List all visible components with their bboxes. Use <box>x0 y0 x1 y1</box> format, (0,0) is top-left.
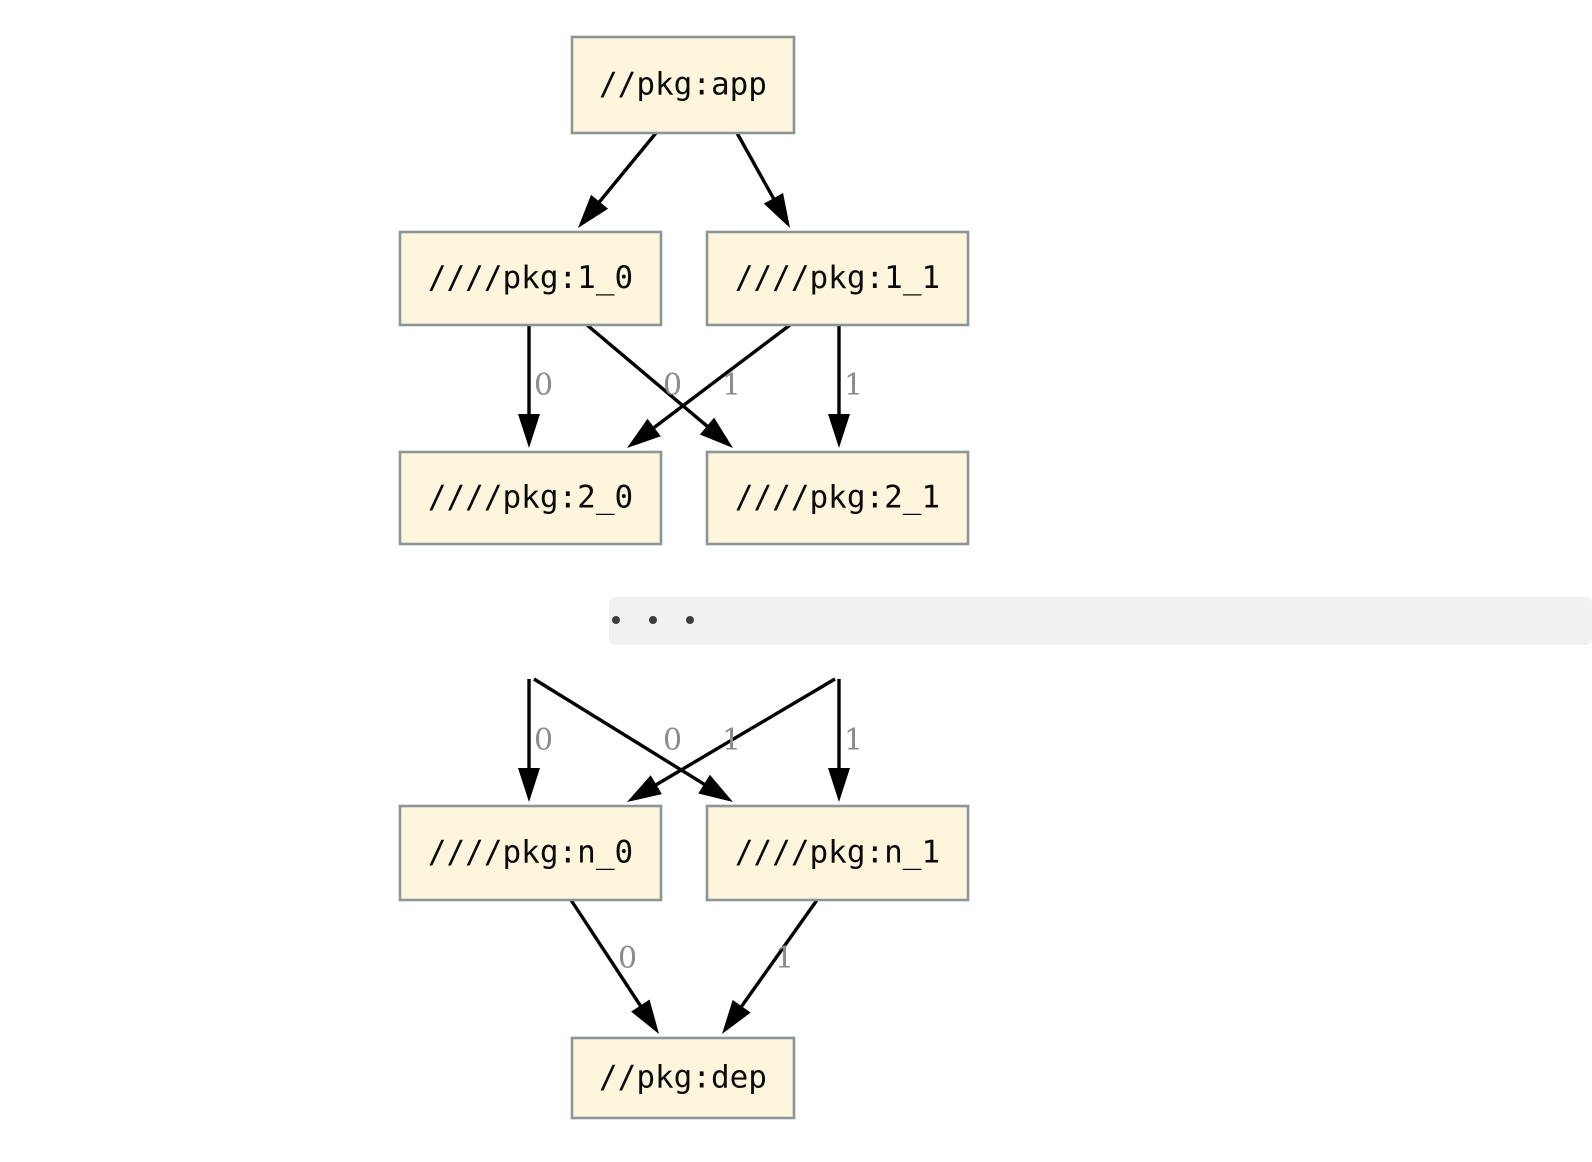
node-box[interactable] <box>705 230 970 327</box>
node-label: //pkg:dep <box>599 1060 767 1096</box>
edge-label: 1 <box>844 368 863 403</box>
ellipsis-band <box>609 597 1592 645</box>
graph-edge: 0 <box>518 679 553 802</box>
node-box[interactable] <box>398 450 663 546</box>
node-box[interactable] <box>705 804 970 902</box>
ellipsis-dot <box>612 616 620 624</box>
node-layer: //pkg:app ////pkg:1_0 ////pkg:1_1 ////pkg:2… <box>398 35 970 1120</box>
node-box[interactable] <box>705 450 970 546</box>
edge-line <box>585 323 713 432</box>
graph-edge: 0 <box>533 677 733 802</box>
edge-arrowhead <box>518 414 540 448</box>
edge-arrowhead <box>828 414 850 448</box>
graph-node-nn_0[interactable]: ////pkg:n_0 <box>398 804 663 902</box>
node-label: ////pkg:2_1 <box>735 480 940 516</box>
ellipsis-band-layer <box>609 597 1592 645</box>
graph-node-app[interactable]: //pkg:app <box>570 35 796 135</box>
graph-edge: 1 <box>828 679 863 802</box>
graph-edge: 1 <box>627 323 792 448</box>
node-label: ////pkg:n_0 <box>428 835 633 871</box>
node-box[interactable] <box>570 1036 796 1120</box>
edge-arrowhead <box>578 194 609 228</box>
node-box[interactable] <box>398 804 663 902</box>
edge-line <box>594 131 658 208</box>
graph-edge: 1 <box>722 899 819 1034</box>
node-box[interactable] <box>570 35 796 135</box>
edge-arrowhead <box>763 192 790 228</box>
edge-arrowhead <box>699 417 733 448</box>
edge-arrowhead <box>698 774 733 802</box>
graph-node-n2_0[interactable]: ////pkg:2_0 <box>398 450 663 546</box>
graph-edge: 1 <box>627 677 836 802</box>
ellipsis-dot <box>686 616 694 624</box>
node-label: ////pkg:2_0 <box>428 480 633 516</box>
graph-edge <box>578 131 658 228</box>
graph-edge: 0 <box>518 325 553 448</box>
edge-line <box>650 677 836 790</box>
edge-arrowhead <box>627 775 662 802</box>
edge-label: 1 <box>844 723 863 758</box>
edge-line <box>736 899 819 1013</box>
edge-arrowhead <box>631 999 659 1034</box>
edge-line <box>533 677 711 789</box>
graph-node-n1_0[interactable]: ////pkg:1_0 <box>398 230 663 327</box>
graph-edge: 1 <box>828 325 863 448</box>
edge-line <box>735 132 778 205</box>
edge-arrowhead <box>627 418 661 448</box>
graph-edge: 0 <box>569 899 659 1034</box>
graph-node-nn_1[interactable]: ////pkg:n_1 <box>705 804 970 902</box>
node-label: ////pkg:1_1 <box>735 260 940 296</box>
graph-node-n2_1[interactable]: ////pkg:2_1 <box>705 450 970 546</box>
node-label: //pkg:app <box>599 67 767 103</box>
graph-edge <box>735 132 790 228</box>
edge-arrowhead <box>828 768 850 802</box>
edge-label: 1 <box>775 941 794 976</box>
ellipsis-dot <box>649 616 657 624</box>
edge-arrowhead <box>518 768 540 802</box>
edge-label: 0 <box>663 368 682 403</box>
edge-arrowhead <box>722 999 751 1034</box>
edge-line <box>569 899 646 1012</box>
edge-label: 0 <box>534 368 553 403</box>
node-box[interactable] <box>398 230 663 327</box>
edge-label: 0 <box>534 723 553 758</box>
graph-node-dep[interactable]: //pkg:dep <box>570 1036 796 1120</box>
edge-label: 1 <box>722 723 741 758</box>
edge-label: 0 <box>663 723 682 758</box>
edge-label: 0 <box>618 941 637 976</box>
edge-line <box>648 323 792 433</box>
graph-edge: 0 <box>585 323 733 448</box>
node-label: ////pkg:1_0 <box>428 260 633 296</box>
graph-node-n1_1[interactable]: ////pkg:1_1 <box>705 230 970 327</box>
node-label: ////pkg:n_1 <box>735 835 940 871</box>
edge-layer: 0 0 1 1 0 0 1 1 0 1 <box>518 131 863 1034</box>
edge-label: 1 <box>722 368 741 403</box>
